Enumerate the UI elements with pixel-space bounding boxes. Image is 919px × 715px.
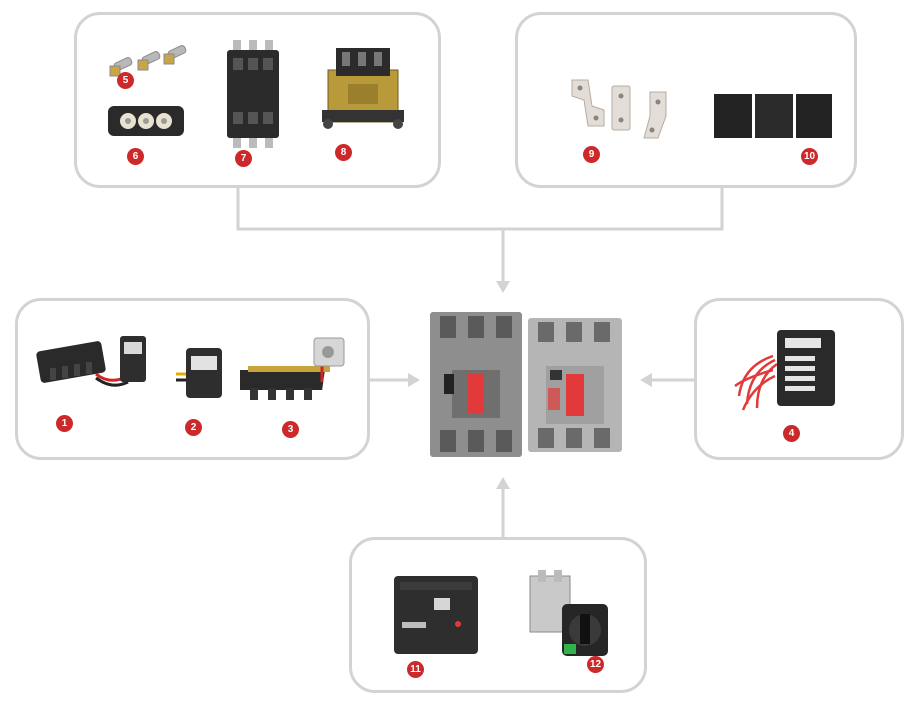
breaker-light-image — [528, 318, 622, 452]
motor-operator-image — [394, 572, 478, 658]
badge-10: 10 — [801, 148, 818, 165]
top-connector — [236, 188, 724, 231]
badge-11: 11 — [407, 661, 424, 678]
alarm-contact-image — [733, 326, 841, 412]
arrow-down — [496, 281, 510, 293]
undervoltage-release-image — [176, 344, 228, 402]
plug-in-base-image — [225, 40, 281, 148]
breaker-gray-image — [430, 312, 522, 457]
badge-3: 3 — [282, 421, 299, 438]
badge-7: 7 — [235, 150, 252, 167]
connection-plates-image — [566, 76, 676, 146]
auxiliary-contact-image — [240, 334, 348, 404]
badge-1: 1 — [56, 415, 73, 432]
terminal-lugs-image — [108, 38, 193, 78]
shunt-release-image — [36, 332, 154, 400]
badge-9: 9 — [583, 146, 600, 163]
badge-2: 2 — [185, 419, 202, 436]
rotary-handle-image — [524, 570, 612, 662]
badge-6: 6 — [127, 148, 144, 165]
phase-barriers-image — [714, 92, 832, 142]
badge-12: 12 — [587, 656, 604, 673]
terminal-block-image — [108, 100, 184, 140]
arrow-right — [408, 373, 420, 387]
arrow-up — [496, 477, 510, 489]
arrow-left — [640, 373, 652, 387]
badge-8: 8 — [335, 144, 352, 161]
badge-4: 4 — [783, 425, 800, 442]
drawout-mechanism-image — [318, 40, 408, 132]
badge-5: 5 — [117, 72, 134, 89]
